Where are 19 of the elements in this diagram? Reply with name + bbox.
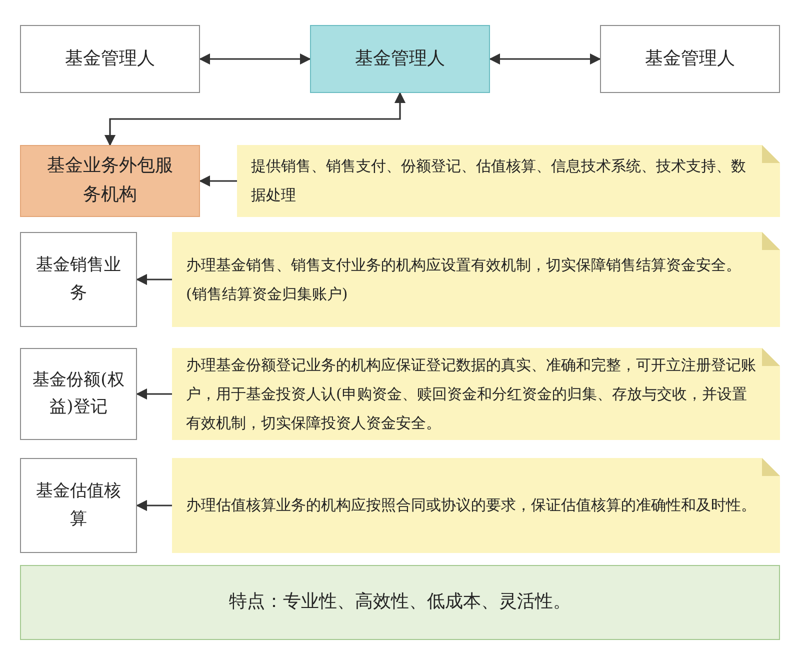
note-card: 提供销售、销售支付、份额登记、估值核算、信息技术系统、技术支持、数据处理 [237, 145, 780, 217]
entity-box: 基金管理人 [600, 25, 780, 93]
arrow [488, 53, 602, 65]
arrow [198, 175, 237, 187]
arrow [104, 92, 406, 146]
note-card: 办理基金份额登记业务的机构应保证登记数据的真实、准确和完整，可开立注册登记账户，用于基金投资人认(申购资金、赎回资金和分红资金的归集、存放与交收，并设置有效机制，切实保障投资人资金安全。 [172, 348, 780, 440]
summary-banner: 特点：专业性、高效性、低成本、灵活性。 [20, 565, 780, 640]
note-card: 办理估值核算业务的机构应按照合同或协议的要求，保证估值核算的准确性和及时性。 [172, 458, 780, 553]
entity-box: 基金管理人 [310, 25, 490, 93]
category-box: 基金销售业务 [20, 232, 137, 327]
arrow [136, 388, 172, 400]
category-box: 基金估值核算 [20, 458, 137, 553]
arrow [198, 53, 312, 65]
entity-box: 基金业务外包服务机构 [20, 145, 200, 217]
note-card: 办理基金销售、销售支付业务的机构应设置有效机制，切实保障销售结算资金安全。(销售结算资金归集账户) [172, 232, 780, 327]
arrow [136, 274, 172, 286]
entity-box: 基金管理人 [20, 25, 200, 93]
category-box: 基金份额(权益)登记 [20, 348, 137, 440]
arrow [136, 500, 172, 512]
